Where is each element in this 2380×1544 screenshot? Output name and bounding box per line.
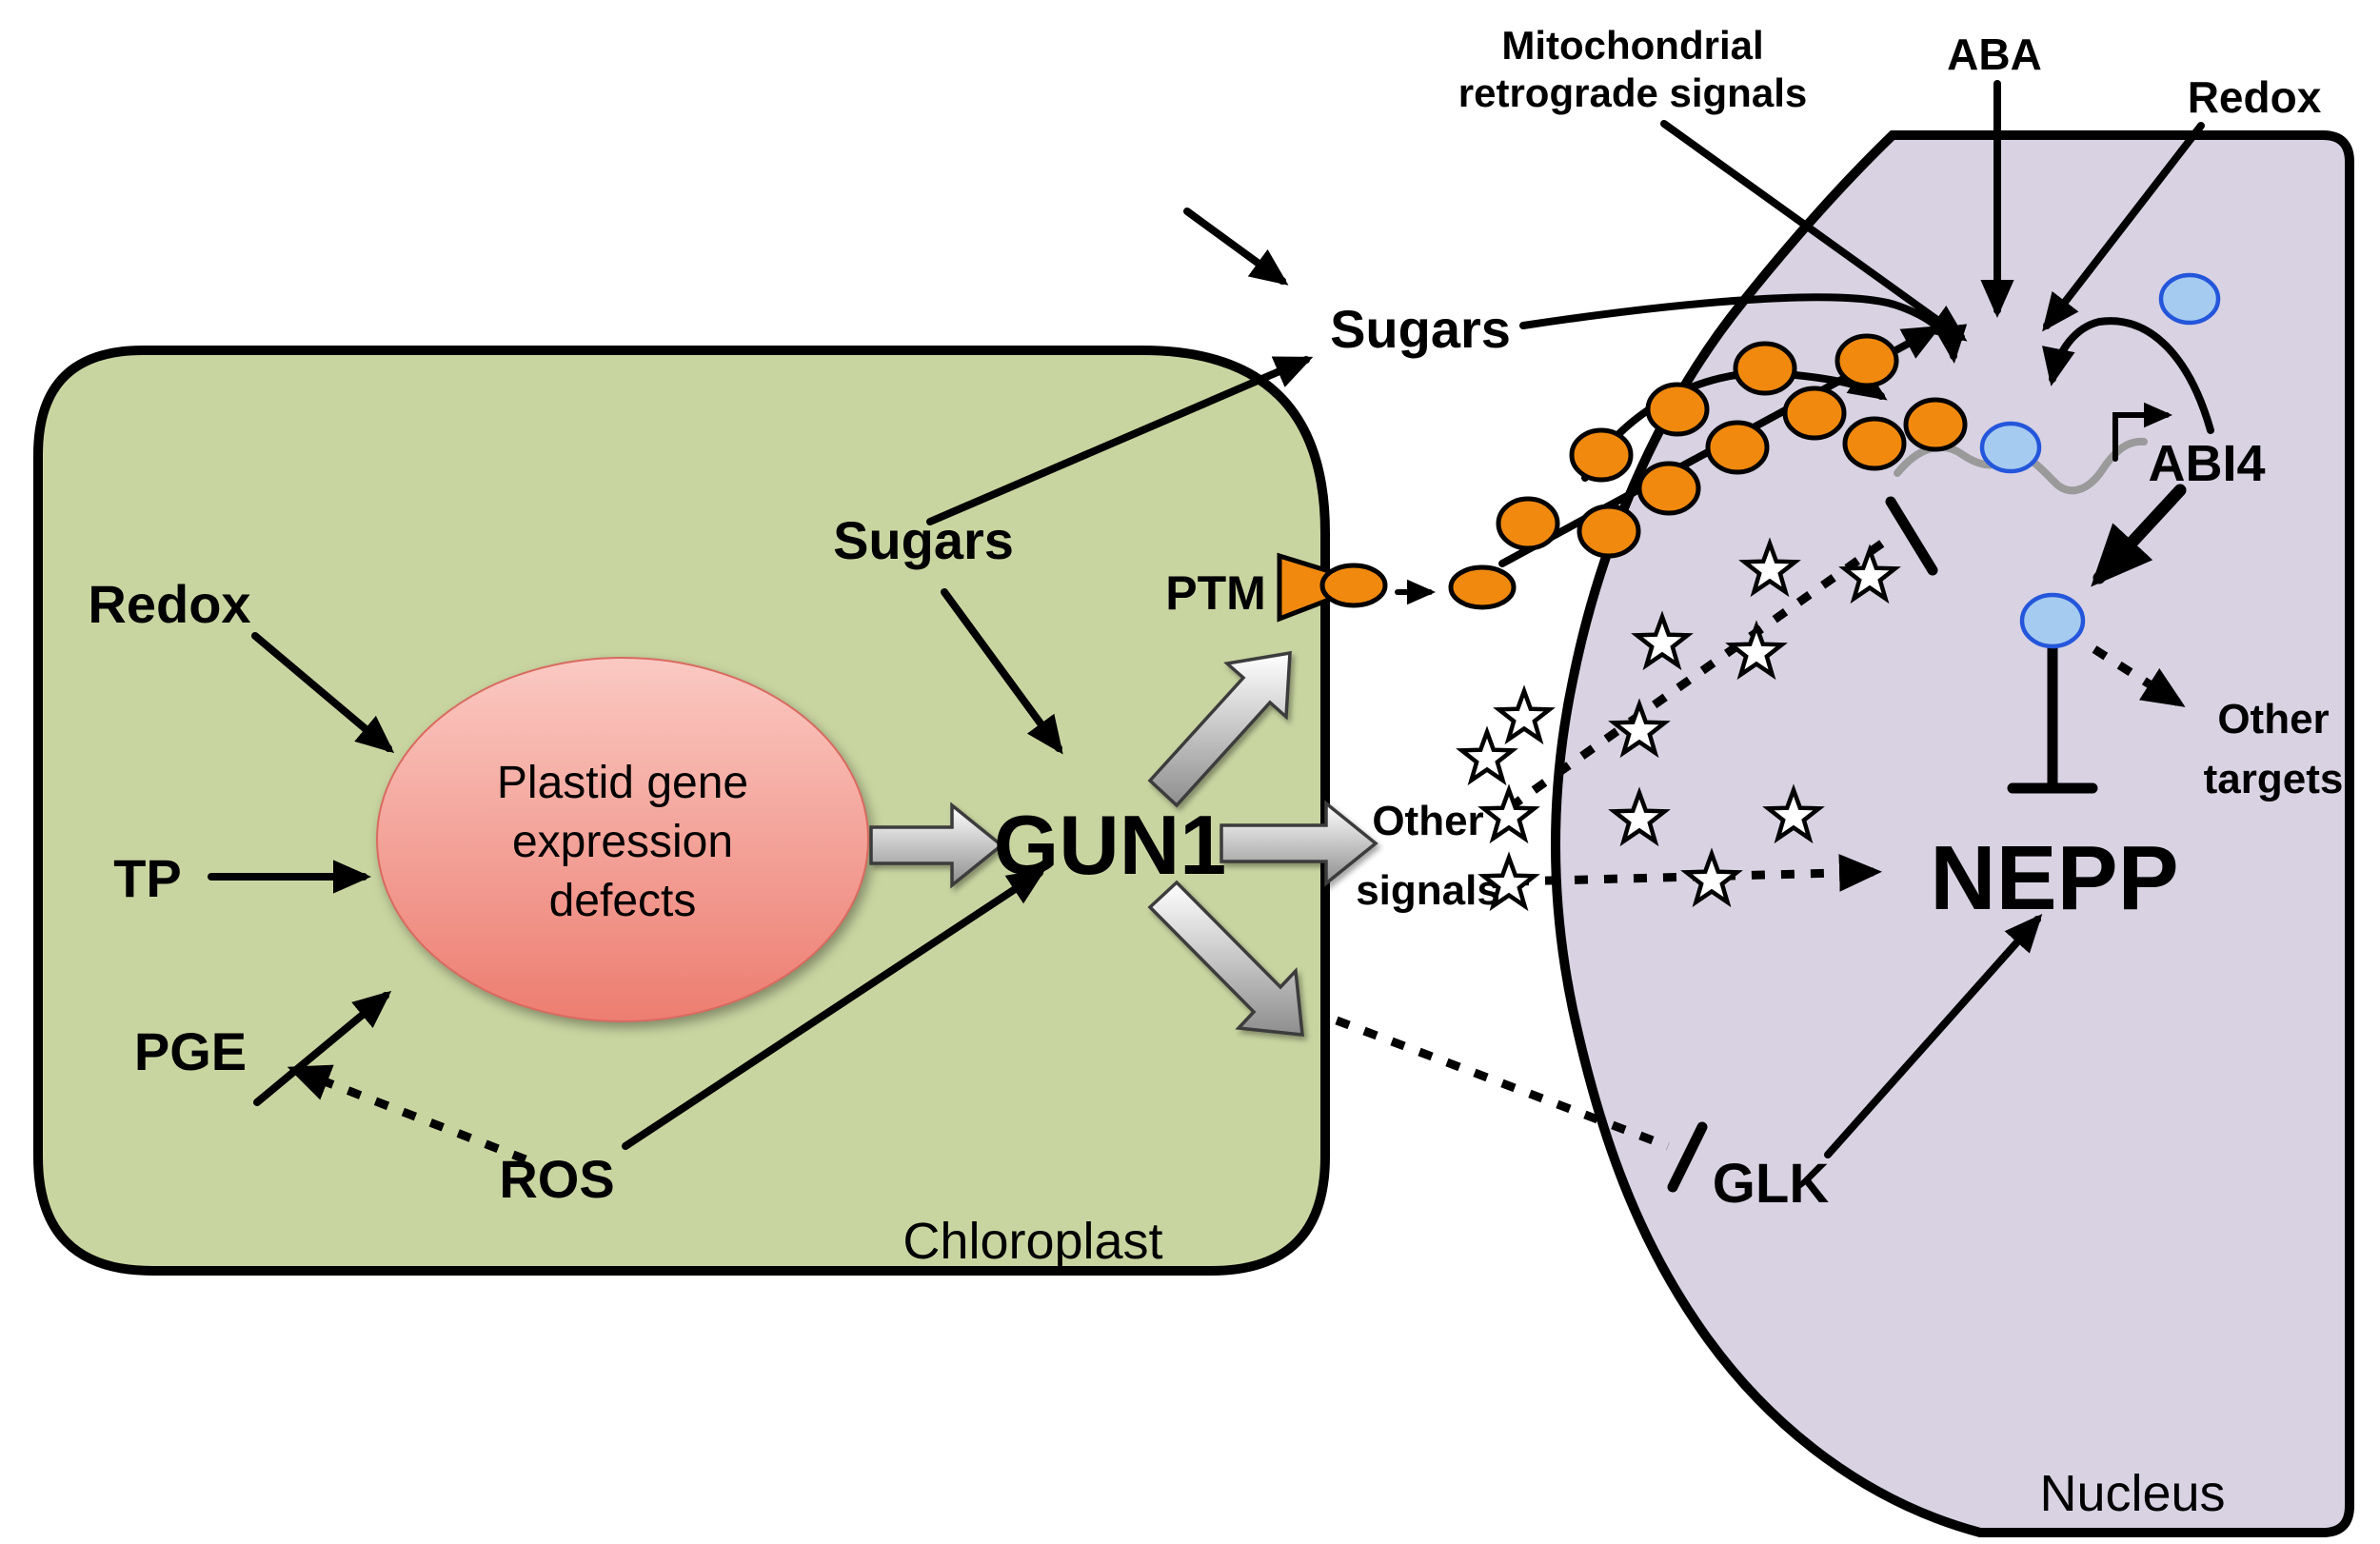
label-other-signals-line1: Other — [1372, 798, 1483, 844]
orange-protein — [1645, 382, 1710, 437]
label-other-targets-line1: Other — [2217, 696, 2329, 742]
arrow-glk-to-nepp — [1824, 914, 2043, 1158]
label-other-signals-line2: signals — [1356, 867, 1500, 914]
label-mitochondrial-line1: Mitochondrial — [1501, 23, 1763, 68]
label-tp: TP — [113, 848, 182, 908]
plastid-defects-ellipse — [376, 657, 869, 1022]
label-gun1: GUN1 — [994, 798, 1227, 892]
nucleus-region — [1551, 130, 2354, 1537]
label-nucleus: Nucleus — [2039, 1465, 2225, 1522]
arrow-into-sugars-top — [1183, 208, 1289, 286]
label-ptm: PTM — [1165, 566, 1266, 620]
label-chloroplast: Chloroplast — [902, 1213, 1162, 1270]
star-signal-icon — [1483, 790, 1534, 839]
block-arrow-gun1-down-right — [1147, 880, 1304, 1037]
orange-protein — [1448, 564, 1517, 610]
dotted-gun1-to-glk — [1335, 1016, 1670, 1151]
label-nepp: NEPP — [1930, 827, 2178, 929]
label-plastid-line2: expression — [512, 817, 733, 867]
block-arrow-gun1-right — [1220, 800, 1378, 887]
transcription-start-icon — [2112, 402, 2172, 462]
arrow-ros-to-gun1 — [622, 868, 1046, 1150]
label-abi4: ABI4 — [2148, 435, 2265, 492]
t-bar-gene-inhibition — [1885, 496, 1938, 576]
orange-protein — [1733, 341, 1797, 396]
label-ros: ROS — [499, 1149, 614, 1209]
orange-protein — [1319, 563, 1388, 608]
orange-protein — [1496, 496, 1560, 551]
orange-protein-cluster — [1319, 333, 1968, 610]
arrow-sugars-to-gun1 — [941, 588, 1063, 755]
block-arrow-plastid-to-gun1 — [869, 802, 1004, 889]
label-other-targets-line2: targets — [2204, 756, 2344, 802]
orange-protein — [1636, 461, 1701, 516]
arrow-sugars-inner-to-outer — [926, 356, 1314, 525]
label-redox-top: Redox — [2188, 72, 2322, 122]
blue-protein-on-gene — [1979, 421, 2042, 474]
label-plastid-line1: Plastid gene — [497, 758, 748, 808]
arrow-redox-to-plastid — [251, 632, 395, 754]
t-bar-glk-inhibition — [1667, 1121, 1708, 1193]
label-glk: GLK — [1713, 1153, 1830, 1215]
orange-protein — [1842, 416, 1907, 471]
orange-protein — [1903, 397, 1968, 452]
orange-protein — [1569, 427, 1634, 483]
orange-protein — [1705, 420, 1770, 475]
arrow-mito-to-convergence — [1660, 120, 1968, 342]
star-signal-icon — [1461, 732, 1512, 781]
blue-protein-repressor — [2019, 592, 2086, 649]
orange-protein — [1577, 504, 1641, 559]
star-signal-icon — [1498, 691, 1549, 740]
label-mitochondrial-line2: retrograde signals — [1458, 70, 1807, 115]
arrow-arc-right-to-convergence — [2042, 317, 2214, 434]
blue-protein — [2158, 272, 2221, 326]
dotted-ros-to-pge — [287, 1064, 527, 1164]
arrow-pge-to-plastid — [253, 990, 392, 1106]
arrow-redox-top-to-convergence — [2042, 122, 2205, 332]
label-sugars-inner: Sugars — [833, 510, 1014, 570]
block-arrow-gun1-up-right — [1147, 650, 1292, 808]
orange-protein — [1782, 386, 1847, 441]
arrow-abi4-to-protein — [2091, 484, 2187, 587]
label-plastid-line3: defects — [549, 876, 697, 926]
label-aba: ABA — [1947, 30, 2042, 79]
label-redox-left: Redox — [88, 574, 250, 634]
orange-protein — [1835, 333, 1899, 388]
label-pge: PGE — [134, 1021, 247, 1081]
label-sugars-outer: Sugars — [1330, 299, 1511, 359]
